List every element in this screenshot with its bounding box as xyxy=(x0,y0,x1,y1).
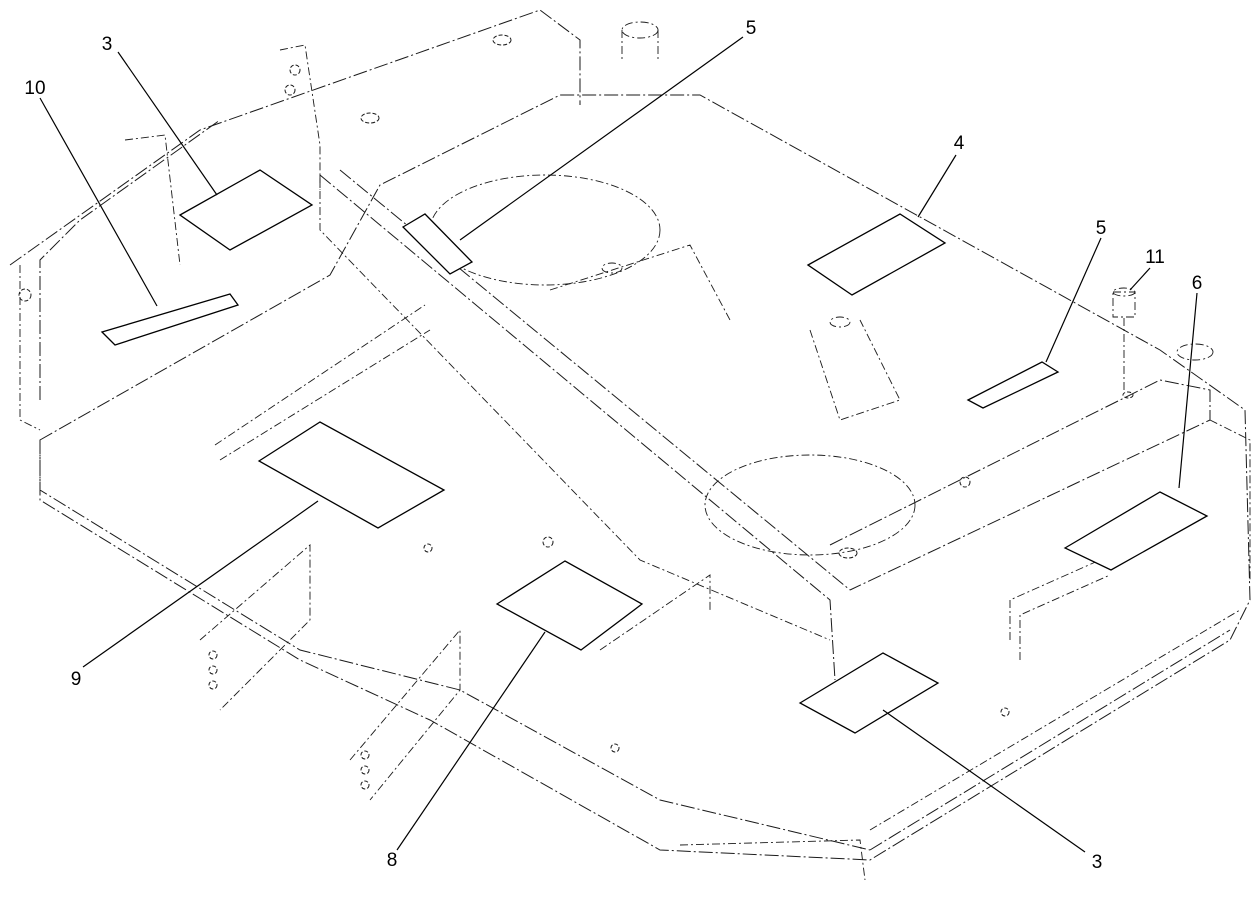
deck-holes xyxy=(18,34,1134,790)
callout-4: 4 xyxy=(954,133,965,154)
decal-item-6 xyxy=(1063,491,1209,571)
leader-lines xyxy=(39,36,1198,853)
deck-outline xyxy=(9,9,1251,881)
callout-8: 8 xyxy=(387,850,398,871)
callout-5-left: 5 xyxy=(746,18,757,39)
callout-10: 10 xyxy=(24,78,45,99)
decal-item-9 xyxy=(257,421,446,529)
callout-6: 6 xyxy=(1192,273,1203,294)
callout-9: 9 xyxy=(71,669,82,690)
decal-item-5-left xyxy=(401,213,474,275)
decals xyxy=(100,169,1209,734)
callout-3-rear: 3 xyxy=(102,34,113,55)
decal-item-3-front xyxy=(798,652,940,734)
callout-3-front: 3 xyxy=(1092,852,1103,873)
callout-labels: 3 10 5 4 5 11 6 9 8 3 xyxy=(24,18,1202,873)
decal-item-8 xyxy=(495,560,644,651)
decal-item-4 xyxy=(806,213,947,296)
decal-item-10 xyxy=(100,293,240,346)
decal-item-5-right xyxy=(966,361,1060,409)
callout-11: 11 xyxy=(1145,247,1165,268)
callout-5-right: 5 xyxy=(1096,218,1107,239)
decal-item-3-rear xyxy=(178,169,314,251)
